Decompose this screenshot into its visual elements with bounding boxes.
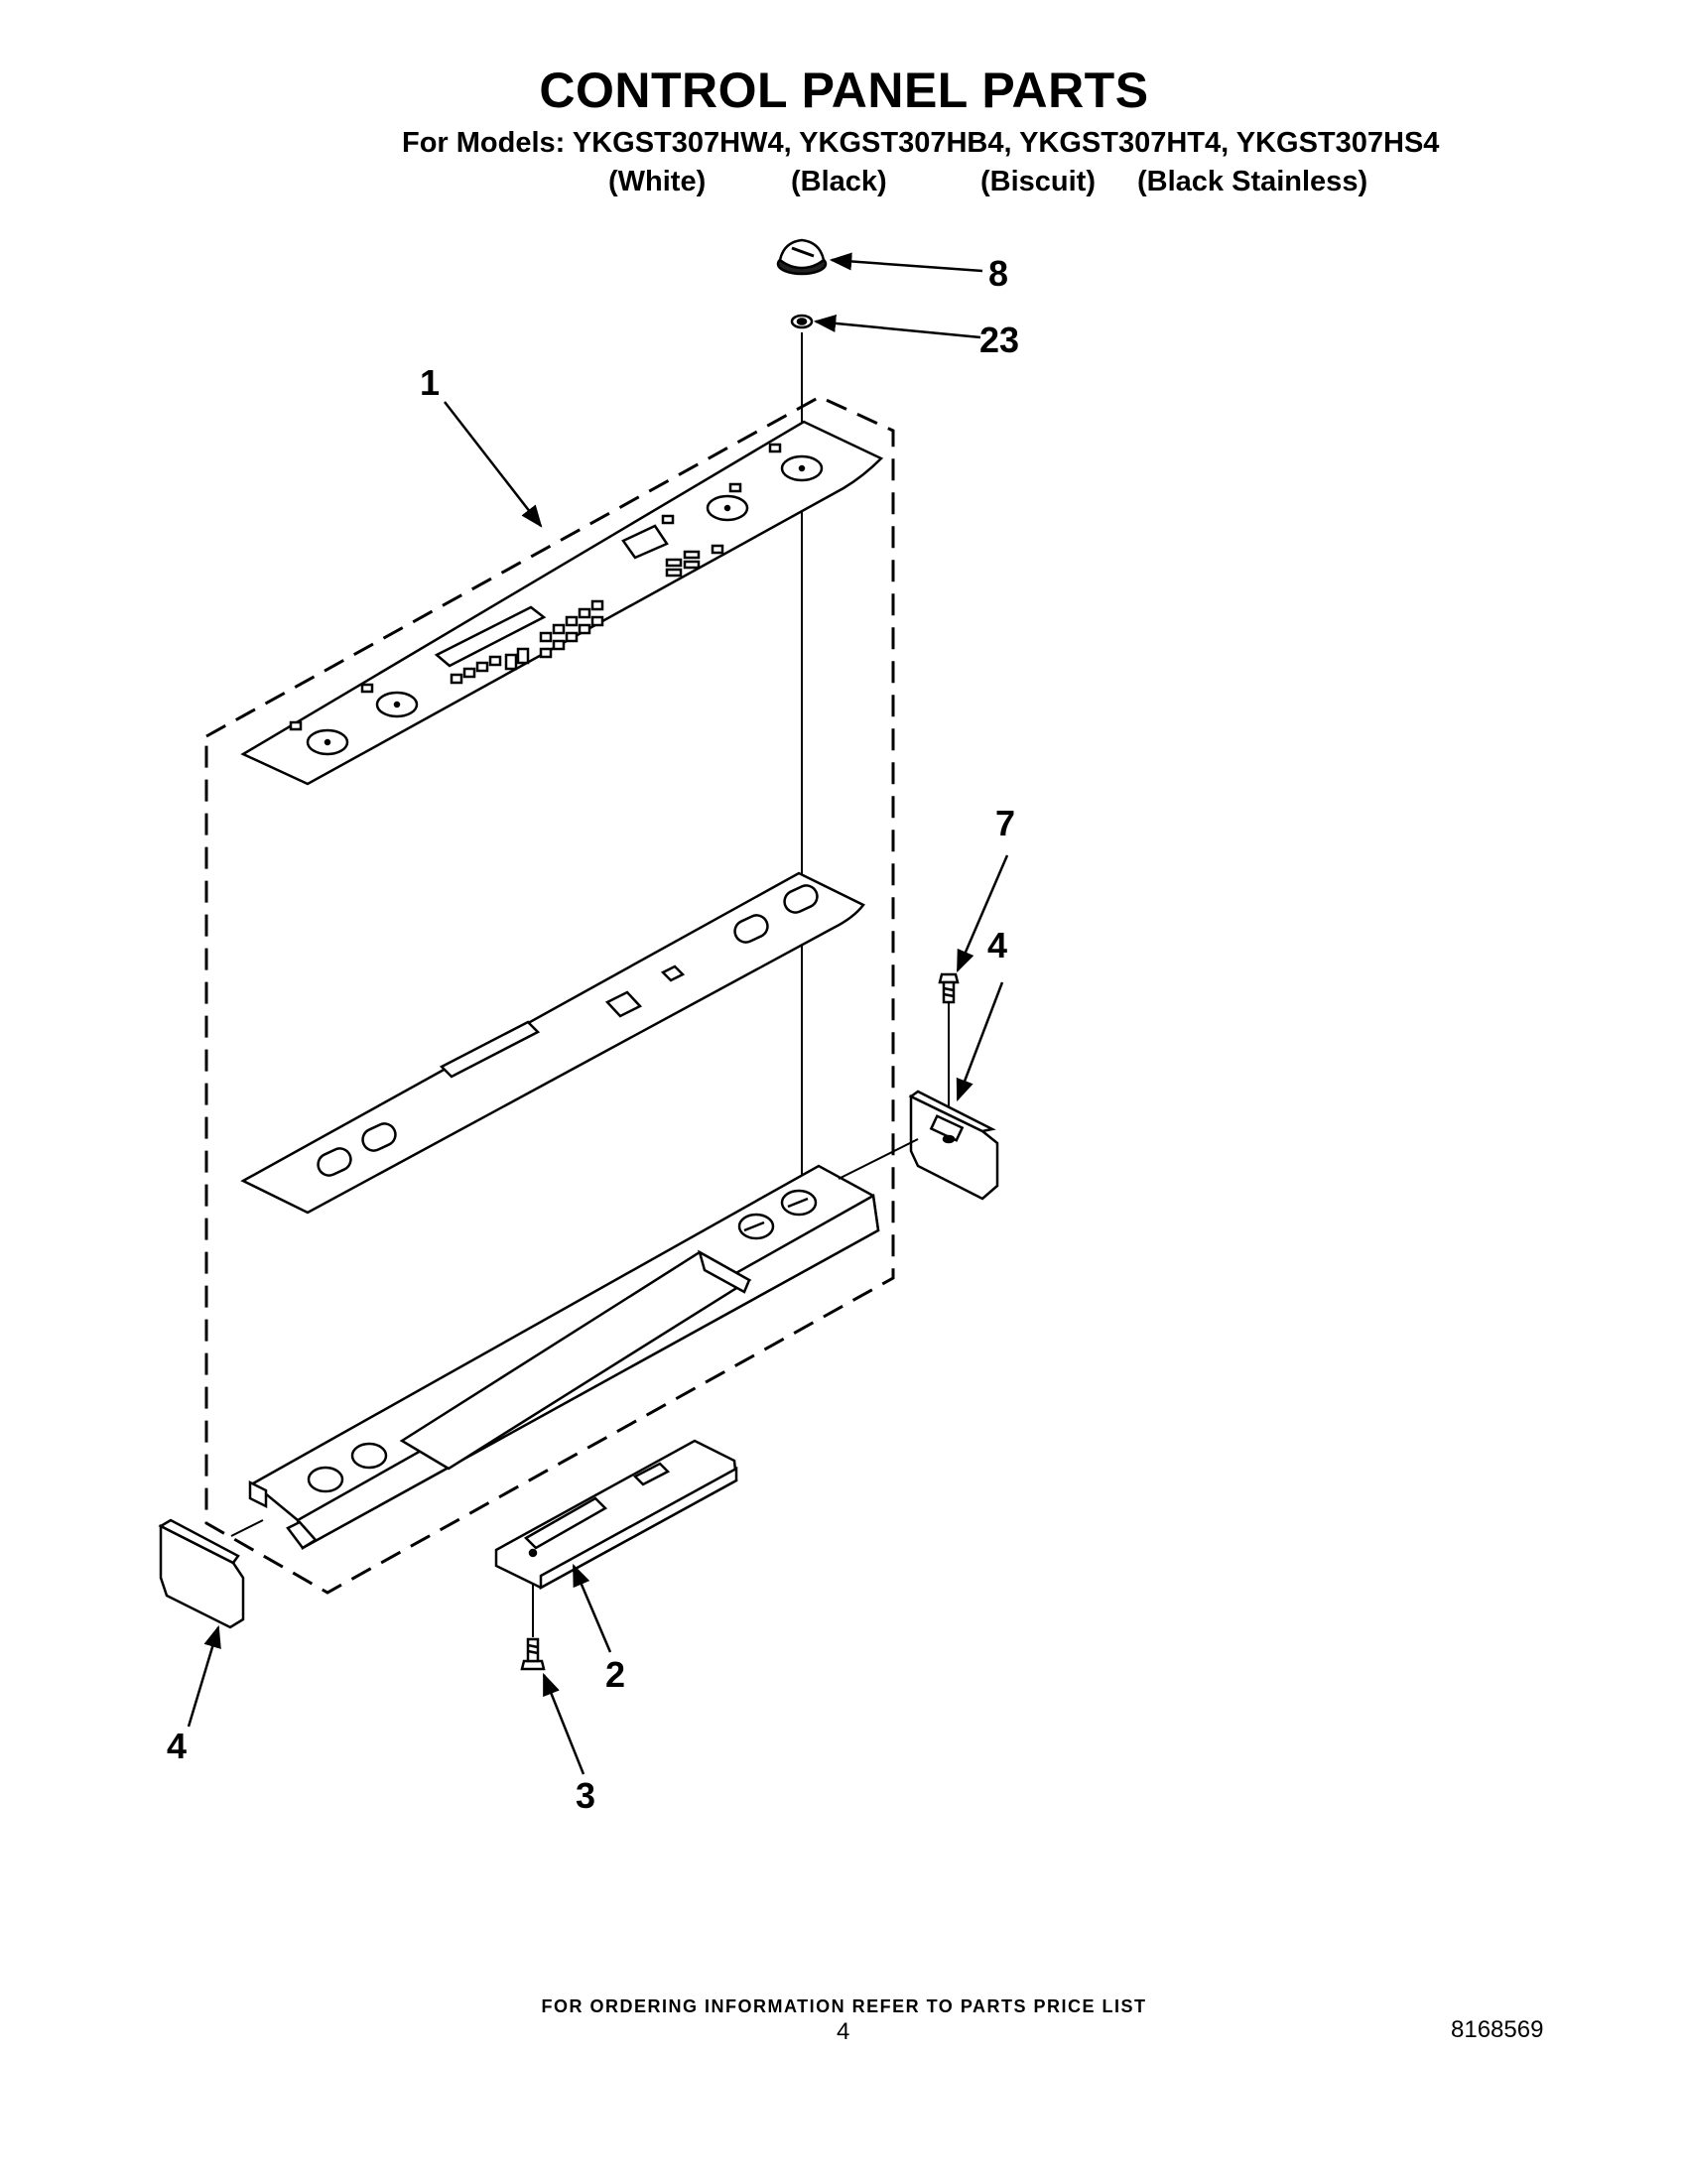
- color-biscuit: (Biscuit): [980, 166, 1096, 197]
- graphic-panel: [240, 420, 884, 786]
- end-cap-right-leader: [838, 1138, 919, 1180]
- ordering-footer: FOR ORDERING INFORMATION REFER TO PARTS …: [541, 1996, 1147, 2016]
- knob: [776, 238, 828, 276]
- callout-4-right: 4: [987, 925, 1007, 965]
- end-cap-left: [158, 1518, 245, 1629]
- callout-1: 1: [420, 362, 440, 403]
- models-line: For Models: YKGST307HW4, YKGST307HB4, YK…: [402, 127, 1440, 159]
- washer: [790, 314, 814, 329]
- assembly-outline: [204, 395, 895, 1595]
- spacer-panel: [240, 871, 865, 1215]
- circuit-board: [494, 1439, 738, 1591]
- screw-bottom: [520, 1637, 546, 1671]
- end-cap-left-leader: [230, 1519, 264, 1537]
- control-housing: [248, 1164, 880, 1550]
- color-black-stainless: (Black Stainless): [1137, 166, 1368, 197]
- callout-2: 2: [605, 1654, 625, 1695]
- color-white: (White): [608, 166, 707, 197]
- page-title: CONTROL PANEL PARTS: [539, 63, 1149, 118]
- callout-arrows: [187, 252, 1009, 1775]
- callout-23: 23: [979, 320, 1019, 360]
- color-black: (Black): [791, 166, 887, 197]
- callout-3: 3: [576, 1775, 595, 1816]
- callout-8: 8: [988, 253, 1008, 294]
- callout-7: 7: [995, 803, 1015, 843]
- callout-4-left: 4: [167, 1726, 187, 1766]
- document-number: 8168569: [1451, 2016, 1544, 2043]
- end-cap-right: [908, 1090, 999, 1201]
- screw-top: [938, 972, 960, 1004]
- page-number: 4: [837, 2018, 850, 2045]
